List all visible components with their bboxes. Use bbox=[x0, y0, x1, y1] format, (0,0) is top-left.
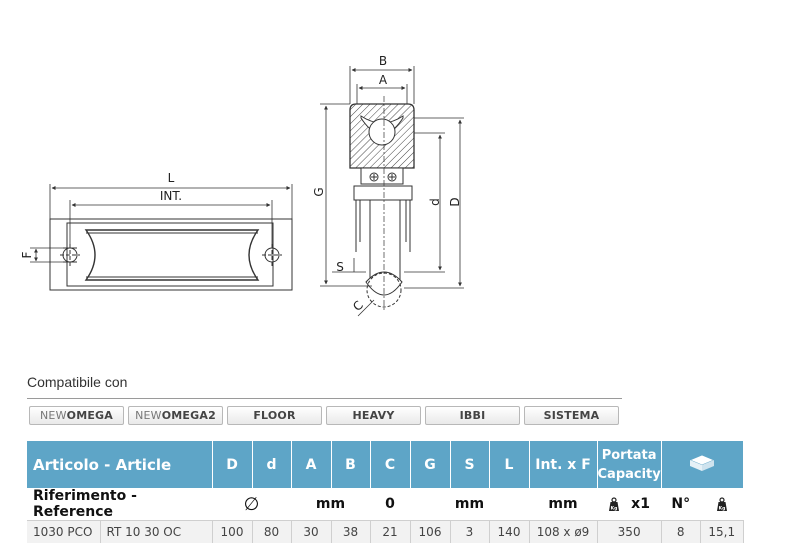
chip-prefix: NEW bbox=[135, 409, 162, 422]
header-capacity-en: Capacity bbox=[597, 466, 661, 482]
chip-main: SISTEMA bbox=[543, 409, 600, 422]
header-D: D bbox=[212, 441, 253, 488]
units-capacity: Kg x1 bbox=[597, 488, 662, 521]
header-A: A bbox=[291, 441, 332, 488]
front-view bbox=[30, 184, 293, 291]
cell-d: 80 bbox=[252, 520, 292, 543]
kg-weight-icon: Kg bbox=[609, 496, 620, 511]
chip-sistema[interactable]: SISTEMA bbox=[524, 406, 619, 425]
technical-drawing: L INT. F bbox=[20, 54, 464, 317]
dim-label-G: G bbox=[312, 187, 326, 196]
cell-code: 1030 PCO bbox=[27, 520, 101, 543]
chip-main: OMEGA bbox=[66, 409, 113, 422]
chip-prefix: NEW bbox=[39, 409, 67, 422]
units-mm-ab: mm bbox=[291, 488, 370, 521]
kg-weight-icon: Kg bbox=[716, 496, 727, 511]
dim-label-A: A bbox=[379, 73, 388, 87]
units-count: N° bbox=[661, 488, 701, 521]
spec-table: Articolo - Article D d A B C G S L Int. … bbox=[27, 441, 744, 543]
dim-label-L: L bbox=[168, 171, 175, 185]
compatibility-divider bbox=[27, 398, 622, 399]
table-header-row: Articolo - Article D d A B C G S L Int. … bbox=[27, 441, 744, 488]
units-mm-gsl: mm bbox=[410, 488, 529, 521]
header-L: L bbox=[489, 441, 530, 488]
dim-label-C: C bbox=[350, 298, 366, 314]
dim-label-B: B bbox=[379, 54, 387, 68]
compatibility-title: Compatibile con bbox=[27, 374, 128, 390]
side-view bbox=[320, 66, 464, 317]
chip-floor[interactable]: FLOOR bbox=[227, 406, 322, 425]
chip-main: FLOOR bbox=[253, 409, 296, 422]
chip-ibbi[interactable]: IBBI bbox=[425, 406, 520, 425]
header-d: d bbox=[252, 441, 292, 488]
dim-label-S: S bbox=[336, 260, 344, 274]
header-capacity: Portata Capacity bbox=[597, 441, 662, 488]
chip-heavy[interactable]: HEAVY bbox=[326, 406, 421, 425]
capacity-multiplier: x1 bbox=[631, 496, 650, 512]
dim-label-d: d bbox=[428, 198, 442, 206]
chip-main: HEAVY bbox=[352, 409, 395, 422]
dim-label-int: INT. bbox=[160, 189, 182, 203]
cell-capacity: 350 bbox=[597, 520, 662, 543]
cell-A: 30 bbox=[291, 520, 332, 543]
cell-S: 3 bbox=[450, 520, 490, 543]
svg-text:Kg: Kg bbox=[718, 505, 725, 511]
dim-label-F: F bbox=[20, 251, 34, 258]
units-reference: Riferimento - Reference bbox=[27, 488, 212, 521]
package-icon bbox=[689, 454, 716, 471]
header-int-x-f: Int. x F bbox=[529, 441, 598, 488]
svg-text:Kg: Kg bbox=[611, 505, 618, 511]
cell-intf: 108 x ø9 bbox=[529, 520, 598, 543]
chip-main: IBBI bbox=[459, 409, 486, 422]
cell-weight: 15,1 bbox=[700, 520, 744, 543]
cell-L: 140 bbox=[489, 520, 530, 543]
chip-main: OMEGA2 bbox=[161, 409, 216, 422]
units-mm-intf: mm bbox=[529, 488, 597, 521]
cell-reference: RT 10 30 OC bbox=[100, 520, 213, 543]
header-article: Articolo - Article bbox=[27, 441, 213, 488]
diameter-symbol: ∅ bbox=[212, 488, 291, 521]
units-C: 0 bbox=[370, 488, 410, 521]
cell-C: 21 bbox=[370, 520, 411, 543]
cell-G: 106 bbox=[410, 520, 451, 543]
table-row: 1030 PCO RT 10 30 OC 100 80 30 38 21 106… bbox=[27, 520, 744, 543]
cell-B: 38 bbox=[331, 520, 371, 543]
header-capacity-it: Portata bbox=[601, 447, 657, 463]
header-G: G bbox=[410, 441, 451, 488]
units-weight: Kg bbox=[700, 488, 744, 521]
header-S: S bbox=[450, 441, 490, 488]
cell-pieces: 8 bbox=[661, 520, 701, 543]
header-B: B bbox=[331, 441, 371, 488]
cell-D: 100 bbox=[212, 520, 253, 543]
header-packaging bbox=[661, 441, 744, 488]
table-units-row: Riferimento - Reference ∅ mm 0 mm mm Kg … bbox=[27, 488, 744, 521]
dim-label-D: D bbox=[448, 197, 462, 206]
header-C: C bbox=[370, 441, 411, 488]
